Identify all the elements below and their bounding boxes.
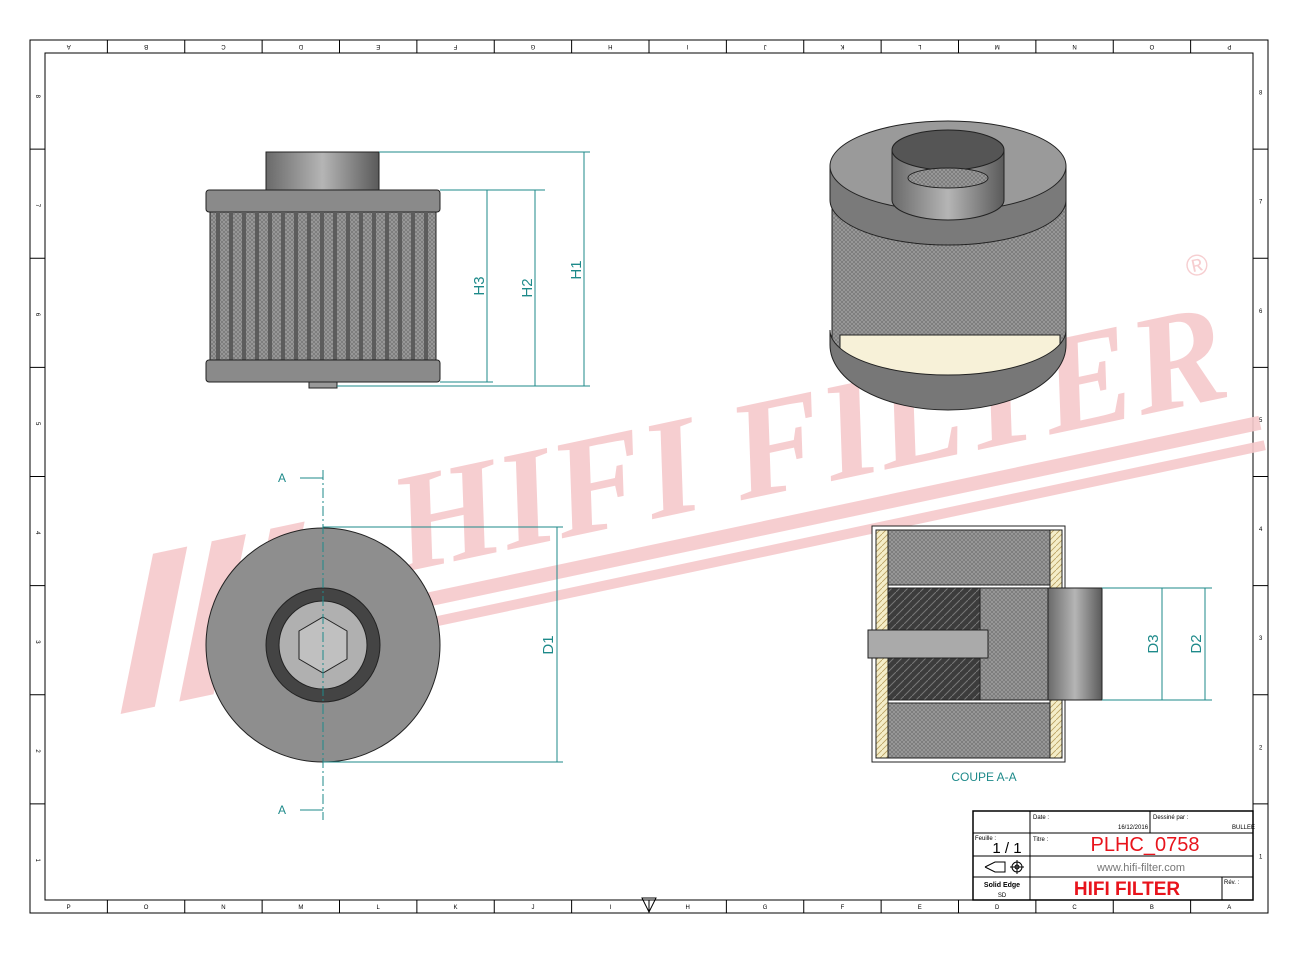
column-label: G — [763, 905, 768, 911]
pleat-rib — [333, 212, 337, 360]
pleat-rib — [424, 212, 428, 360]
pleat-rib — [216, 212, 220, 360]
column-label: B — [1150, 905, 1154, 911]
column-label-top: M — [995, 43, 1000, 49]
date-value: 16/12/2016 — [1118, 825, 1149, 831]
row-label: 7 — [1259, 200, 1263, 206]
row-label: 6 — [1259, 309, 1263, 315]
pleat-rib — [346, 212, 350, 360]
pleat-rib — [398, 212, 402, 360]
column-label-top: C — [221, 43, 226, 49]
sheet-label: Feuille : — [975, 836, 996, 842]
row-label-left: 5 — [34, 422, 40, 426]
row-label-left: 3 — [34, 640, 40, 644]
column-label-top: N — [1072, 43, 1076, 49]
column-label-top: K — [840, 43, 844, 49]
section-dimensions — [1102, 587, 1212, 701]
dim-h3: H3 — [471, 276, 488, 295]
svg-text:HIFI FILTER: HIFI FILTER — [375, 274, 1240, 603]
pleat-rib — [359, 212, 363, 360]
column-label-top: G — [530, 43, 535, 49]
row-label-left: 2 — [34, 749, 40, 753]
row-label-left: 4 — [34, 531, 40, 535]
column-label: F — [841, 905, 845, 911]
column-label-top: D — [298, 43, 303, 49]
row-label: 1 — [1259, 854, 1263, 860]
bottom-dimensions — [300, 470, 563, 820]
column-label-top: H — [608, 43, 612, 49]
row-label: 4 — [1259, 527, 1263, 533]
rev-label: Rév. : — [1224, 880, 1240, 886]
drawn-by: BULLEE — [1232, 825, 1255, 831]
column-label: K — [454, 905, 458, 911]
pleat-rib — [385, 212, 389, 360]
column-label: A — [1227, 905, 1231, 911]
column-label: J — [531, 905, 534, 911]
column-label: M — [298, 905, 303, 911]
column-label: P — [67, 905, 71, 911]
section-mark-top: A — [278, 471, 286, 485]
row-label: 8 — [1259, 91, 1263, 97]
dim-d2: D2 — [1188, 634, 1205, 653]
row-label: 3 — [1259, 636, 1263, 642]
drawing-title: PLHC_0758 — [1091, 834, 1200, 856]
title-label: Titre : — [1033, 837, 1048, 843]
isometric-view — [829, 120, 1067, 411]
row-label-left: 1 — [34, 858, 40, 862]
dim-h2: H2 — [519, 278, 536, 297]
row-label-left: 7 — [34, 204, 40, 208]
dim-d1: D1 — [540, 635, 557, 654]
pleat-rib — [281, 212, 285, 360]
column-label-top: A — [67, 43, 71, 49]
sheet-value: 1 / 1 — [992, 840, 1021, 857]
column-label-top: P — [1227, 43, 1231, 49]
pleat-rib — [255, 212, 259, 360]
section-view — [867, 525, 1103, 763]
row-label-left: 6 — [34, 313, 40, 317]
row-label: 5 — [1259, 418, 1263, 424]
column-label-top: O — [1149, 43, 1154, 49]
pleat-rib — [242, 212, 246, 360]
software: Solid Edge — [984, 882, 1020, 889]
zone-marks: P P O O N N M M L L K K J J I I H H G G F F E E D D C C B B A A 8 8 7 7 6 6 5 5… — [30, 40, 1268, 913]
software-sub: SD — [998, 893, 1007, 899]
front-view — [205, 151, 441, 389]
column-label-top: L — [917, 43, 921, 49]
column-label-top: E — [376, 43, 380, 49]
drawn-label: Dessiné par : — [1153, 815, 1189, 821]
column-label: N — [221, 905, 225, 911]
column-label-top: J — [764, 43, 767, 49]
column-label: H — [686, 905, 690, 911]
pleat-rib — [268, 212, 272, 360]
column-label-top: F — [453, 43, 457, 49]
title-block — [972, 810, 1254, 901]
pleat-rib — [294, 212, 298, 360]
column-label: D — [995, 905, 1000, 911]
front-dimensions — [337, 151, 590, 387]
dim-d3: D3 — [1145, 634, 1162, 653]
pleat-rib — [320, 212, 324, 360]
pleat-rib — [411, 212, 415, 360]
pleat-rib — [372, 212, 376, 360]
column-label: E — [918, 905, 922, 911]
column-label: L — [377, 905, 381, 911]
section-caption: COUPE A-A — [951, 770, 1016, 784]
pleat-rib — [307, 212, 311, 360]
column-label-top: I — [687, 43, 689, 49]
projection-symbol-icon — [984, 860, 1024, 874]
dim-h1: H1 — [568, 260, 585, 279]
column-label-top: B — [144, 43, 148, 49]
column-label: I — [609, 905, 611, 911]
date-label: Date : — [1033, 815, 1049, 821]
website: www.hifi-filter.com — [1096, 862, 1185, 874]
company-name: HIFI FILTER — [1074, 879, 1181, 900]
row-label-left: 8 — [34, 95, 40, 99]
column-label: C — [1072, 905, 1077, 911]
center-mark-icon — [641, 897, 657, 914]
column-label: O — [144, 905, 149, 911]
row-label: 2 — [1259, 745, 1263, 751]
pleat-rib — [229, 212, 233, 360]
section-mark-bottom: A — [278, 803, 286, 817]
